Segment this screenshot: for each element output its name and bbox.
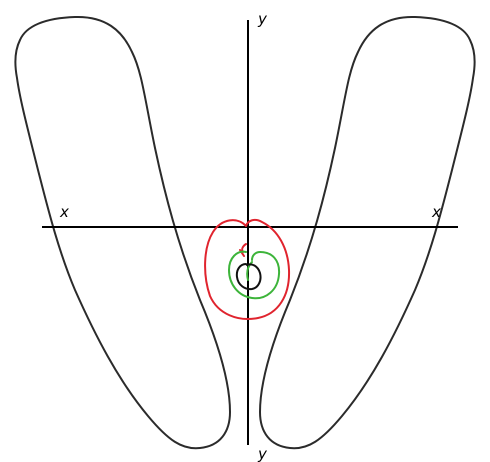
x-axis-label-left: x <box>59 203 69 221</box>
right-foot-outline <box>259 15 476 450</box>
inner-black-trace <box>235 263 262 291</box>
left-foot-outline <box>14 15 231 450</box>
x-axis-label-right: x <box>431 203 441 221</box>
y-axis-label-bottom: y <box>257 445 268 462</box>
middle-green-trace <box>228 250 281 300</box>
y-axis-label-top: y <box>257 10 268 28</box>
